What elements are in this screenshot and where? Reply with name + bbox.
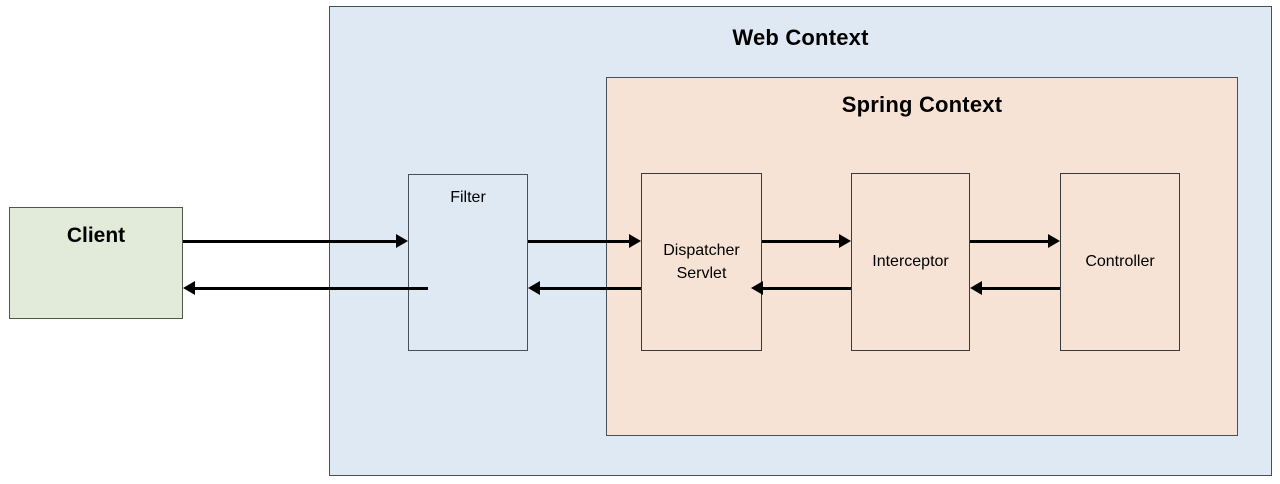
node-dispatcher-servlet[interactable]: Dispatcher Servlet [641,173,762,351]
node-client-label: Client [66,224,126,247]
connector-controller-to-interceptor [982,287,1060,290]
node-interceptor[interactable]: Interceptor [851,173,970,351]
connector-filter-to-client [195,287,428,290]
arrow-head-interceptor-to-dispatcher-icon [751,281,763,295]
arrow-head-dispatcher-to-interceptor-icon [839,234,851,248]
node-interceptor-label: Interceptor [872,253,949,271]
node-dispatcher-servlet-label: Dispatcher Servlet [663,239,739,285]
node-controller-label: Controller [1085,253,1155,271]
arrow-head-filter-to-client-icon [183,281,195,295]
connector-dispatcher-to-filter [540,287,641,290]
arrow-head-client-to-filter-icon [396,234,408,248]
node-filter-label: Filter [450,189,486,206]
node-filter[interactable]: Filter [408,174,528,351]
connector-dispatcher-to-interceptor [762,240,839,243]
node-client[interactable]: Client [9,207,183,319]
connector-interceptor-to-controller [970,240,1048,243]
connector-client-to-filter [183,240,396,243]
node-controller[interactable]: Controller [1060,173,1180,351]
arrow-head-filter-to-dispatcher-icon [629,234,641,248]
arrow-head-controller-to-interceptor-icon [970,281,982,295]
node-dispatcher-servlet-label-line1: Dispatcher [663,241,740,259]
container-web-context-title: Web Context [732,25,869,50]
arrow-head-interceptor-to-controller-icon [1048,234,1060,248]
container-spring-context-title: Spring Context [841,92,1003,117]
arrow-head-dispatcher-to-filter-icon [528,281,540,295]
connector-filter-to-dispatcher [528,240,629,243]
connector-interceptor-to-dispatcher [763,287,851,290]
node-dispatcher-servlet-label-line2: Servlet [676,265,727,282]
